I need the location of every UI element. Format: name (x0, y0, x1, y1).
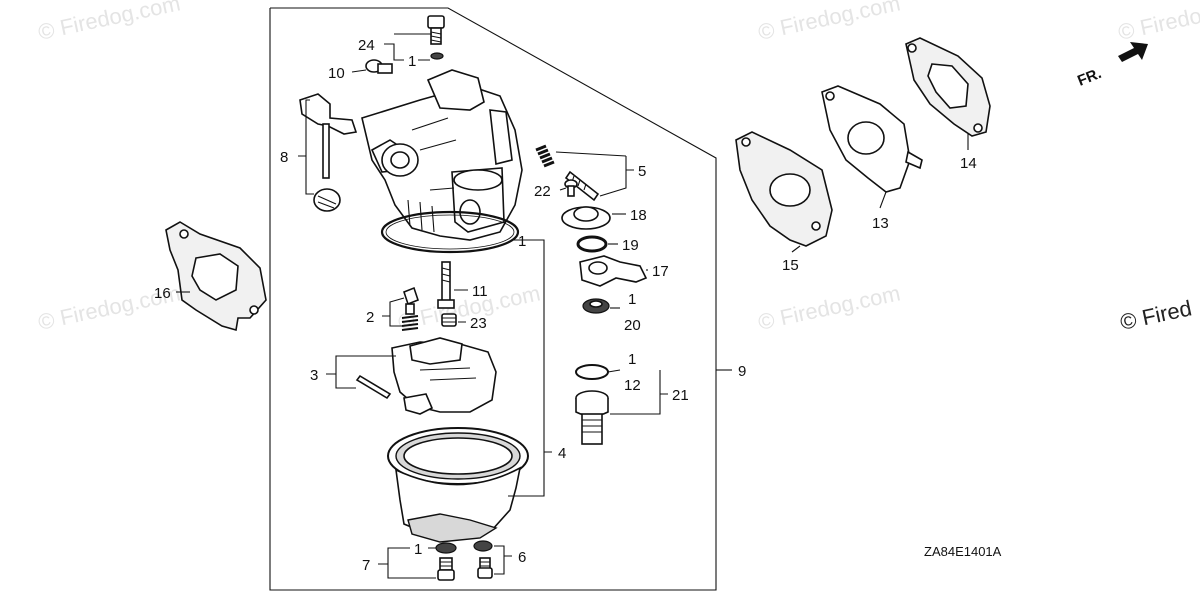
callout-1: 1 (414, 541, 422, 558)
lock-nut (582, 298, 610, 314)
choke-lever (299, 93, 358, 212)
cover-plate (561, 206, 611, 230)
callout-14: 14 (960, 155, 977, 172)
insulator-gasket-16 (165, 221, 267, 332)
callout-24: 24 (358, 37, 375, 54)
drain-bolt (435, 542, 457, 581)
callout-15: 15 (782, 257, 799, 274)
front-arrow-icon: FR. (1075, 42, 1148, 90)
callout-1: 1 (518, 233, 526, 250)
callout-1: 1 (628, 351, 636, 368)
drawing-code: ZA84E1401A (924, 544, 1002, 559)
callout-8: 8 (280, 149, 288, 166)
small-screw (564, 179, 578, 197)
callout-11: 11 (472, 283, 488, 300)
float-lever (579, 255, 648, 287)
callout-2: 2 (366, 309, 374, 326)
callout-6: 6 (518, 549, 526, 566)
throttle-stop-screw (365, 59, 393, 74)
watermark: © Firedog.com (1116, 0, 1200, 45)
insulator-13 (821, 85, 923, 193)
callout-17: 17 (652, 263, 669, 280)
callout-13: 13 (872, 215, 889, 232)
callout-4: 4 (558, 445, 566, 462)
callout-20: 20 (624, 317, 641, 334)
insulator-gasket-14 (905, 37, 991, 137)
leader-lines (176, 33, 969, 579)
callout-labels: 24 1 10 8 5 22 18 1 19 17 11 2 23 1 20 1… (154, 37, 977, 574)
float-valve (401, 286, 419, 331)
callout-18: 18 (630, 207, 647, 224)
float (355, 337, 497, 415)
watermark-partial: © Fired (1118, 295, 1194, 335)
assembly-outline (269, 7, 717, 591)
drain-screw (473, 540, 493, 579)
callout-7: 7 (362, 557, 370, 574)
bolt-o-ring (575, 364, 609, 380)
watermark: © Firedog.com (36, 0, 183, 45)
float-chamber (387, 427, 529, 543)
callout-21: 21 (672, 387, 689, 404)
main-jet (441, 313, 457, 327)
callout-12: 12 (624, 377, 641, 394)
callout-10: 10 (328, 65, 345, 82)
watermark: © Firedog.com (756, 280, 903, 335)
callout-3: 3 (310, 367, 318, 384)
callout-23: 23 (470, 315, 487, 332)
main-nozzle (437, 261, 455, 309)
front-marker: FR. (1075, 65, 1104, 90)
callout-1: 1 (408, 53, 416, 70)
callout-9: 9 (738, 363, 746, 380)
pilot-screw (427, 15, 445, 60)
insulator-gasket-15 (735, 131, 833, 247)
carburetor-body (361, 69, 523, 254)
callout-22: 22 (534, 183, 551, 200)
callout-5: 5 (638, 163, 646, 180)
o-ring (576, 235, 608, 253)
callout-19: 19 (622, 237, 639, 254)
callout-1: 1 (628, 291, 636, 308)
chamber-bolt (575, 390, 609, 445)
callout-16: 16 (154, 285, 171, 302)
pilot-screw-spring (535, 144, 600, 202)
watermark: © Firedog.com (756, 0, 903, 45)
